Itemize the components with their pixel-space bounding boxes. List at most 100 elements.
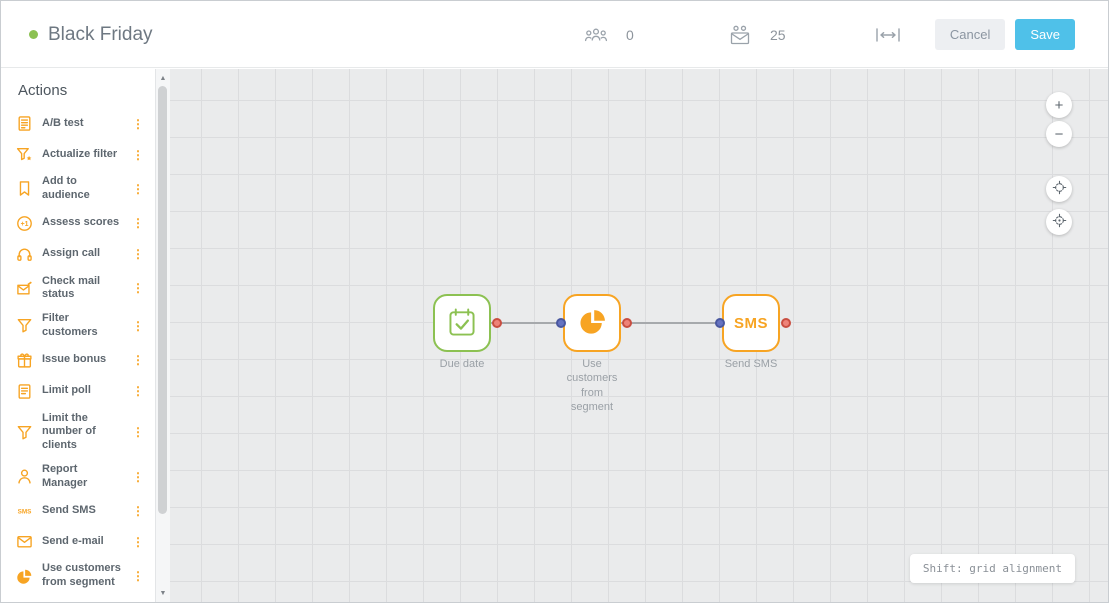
svg-text:+1: +1	[21, 221, 29, 228]
sidebar-item-limit-poll[interactable]: Limit poll ⋮	[1, 376, 155, 407]
messages-stat: 25	[728, 1, 786, 68]
ab-test-icon	[16, 115, 33, 132]
item-menu-icon[interactable]: ⋮	[132, 534, 144, 549]
cancel-button[interactable]: Cancel	[934, 19, 1006, 50]
action-item-label: A/B test	[42, 116, 84, 129]
document-icon	[16, 383, 33, 400]
bookmark-icon	[16, 180, 33, 197]
item-menu-icon[interactable]: ⋮	[132, 503, 144, 518]
sidebar-item-filter-customers[interactable]: Filter customers ⋮	[1, 307, 155, 345]
action-item-label: Send e-mail	[42, 534, 104, 547]
action-item-label: Limit poll	[42, 384, 91, 397]
filter-star-icon	[16, 146, 33, 163]
flow-node-due-date: Due date	[433, 294, 502, 370]
item-menu-icon[interactable]: ⋮	[132, 147, 144, 162]
item-menu-icon[interactable]: ⋮	[132, 425, 144, 440]
messages-icon	[728, 24, 752, 46]
node-label: Due date	[439, 358, 485, 370]
sidebar-item-assign-call[interactable]: Assign call ⋮	[1, 239, 155, 270]
scrollbar-thumb[interactable]	[158, 86, 167, 514]
item-menu-icon[interactable]: ⋮	[132, 116, 144, 131]
input-port[interactable]	[556, 318, 566, 328]
sidebar-item-report-manager[interactable]: Report Manager ⋮	[1, 458, 155, 496]
sms-icon: SMS	[16, 502, 33, 519]
sidebar-scrollbar[interactable]: ▲ ▼	[155, 69, 170, 602]
action-item-label: Issue bonus	[42, 353, 107, 366]
sidebar-item-send-sms[interactable]: SMS Send SMS ⋮	[1, 495, 155, 526]
header-buttons: Cancel Save	[934, 1, 1075, 68]
audience-count: 0	[626, 26, 634, 43]
item-menu-icon[interactable]: ⋮	[132, 353, 144, 367]
sidebar-item-add-to-audience[interactable]: Add to audience ⋮	[1, 170, 155, 208]
zoom-out-button[interactable]: −	[1046, 121, 1072, 147]
header: Black Friday 0	[1, 1, 1108, 68]
input-port[interactable]	[715, 318, 725, 328]
sidebar-item-a-b-test[interactable]: A/B test ⋮	[1, 108, 155, 139]
sidebar-item-issue-bonus[interactable]: Issue bonus ⋮	[1, 345, 155, 376]
sidebar-item-actualize-filter[interactable]: Actualize filter ⋮	[1, 139, 155, 170]
flow-node-box[interactable]	[433, 294, 491, 352]
output-port[interactable]	[622, 318, 632, 328]
sidebar-item-limit-the-number-of-clients[interactable]: Limit the number of clients ⋮	[1, 407, 155, 458]
actions-list: A/B test ⋮ Actualize filter ⋮ Add to aud…	[1, 108, 155, 602]
save-button[interactable]: Save	[1015, 19, 1075, 50]
crosshair-icon	[1052, 180, 1067, 198]
action-item-label: Limit the number of clients	[42, 411, 96, 452]
item-menu-icon[interactable]: ⋮	[132, 216, 144, 230]
svg-text:SMS: SMS	[18, 509, 32, 516]
action-item-label: Filter customers	[42, 312, 98, 338]
item-menu-icon[interactable]: ⋮	[132, 469, 144, 484]
action-item-label: Assign call	[42, 247, 101, 260]
funnel-icon	[16, 317, 33, 334]
auto-position-button[interactable]	[1046, 209, 1072, 235]
campaign-title[interactable]: Black Friday	[48, 23, 153, 45]
fit-width-button[interactable]	[875, 25, 901, 45]
scroll-down-icon[interactable]: ▼	[159, 589, 167, 597]
output-port[interactable]	[492, 318, 502, 328]
plus-one-icon: +1	[16, 215, 33, 232]
mail-check-icon	[16, 280, 33, 297]
item-menu-icon[interactable]: ⋮	[132, 247, 144, 261]
nodes-layer: Due date Use customers from segment SMS …	[170, 69, 1108, 602]
item-menu-icon[interactable]: ⋮	[132, 569, 144, 583]
sidebar-item-assess-scores[interactable]: +1 Assess scores ⋮	[1, 208, 155, 239]
sidebar-item-use-customers-from-segment[interactable]: Use customers from segment ⋮	[1, 557, 155, 595]
flow-node-box[interactable]: SMS	[722, 294, 780, 352]
item-menu-icon[interactable]: ⋮	[132, 384, 144, 398]
item-menu-icon[interactable]: ⋮	[132, 318, 144, 333]
audience-icon	[584, 24, 608, 46]
sidebar-item-check-mail-status[interactable]: Check mail status ⋮	[1, 270, 155, 308]
focus-view-button[interactable]	[1046, 176, 1072, 202]
pie-icon	[576, 307, 608, 339]
item-menu-icon[interactable]: ⋮	[132, 281, 144, 296]
action-item-label: Use customers from segment	[42, 562, 121, 588]
status-dot	[29, 30, 38, 39]
connection-line	[621, 322, 722, 324]
scroll-up-icon[interactable]: ▲	[159, 74, 167, 82]
calendar-check-icon	[446, 307, 478, 339]
node-label: Use customers from segment	[566, 358, 618, 413]
output-port[interactable]	[781, 318, 791, 328]
gift-icon	[16, 352, 33, 369]
crosshair-dot-icon	[1052, 213, 1067, 231]
action-item-label: Report Manager	[42, 462, 88, 489]
sidebar-item-wait[interactable]: Wait ⋮	[1, 595, 155, 602]
node-label: Send SMS	[724, 358, 778, 370]
person-icon	[16, 468, 33, 485]
sidebar-item-send-e-mail[interactable]: Send e-mail ⋮	[1, 526, 155, 557]
zoom-in-button[interactable]: +	[1046, 92, 1072, 118]
flow-node-box[interactable]	[563, 294, 621, 352]
sms-text-icon: SMS	[734, 314, 769, 332]
connection-line	[491, 322, 563, 324]
action-item-label: Actualize filter	[42, 147, 118, 160]
actions-sidebar: Actions A/B test ⋮ Actualize filter ⋮ Ad…	[1, 69, 155, 602]
action-item-label: Assess scores	[42, 216, 120, 229]
action-item-label: Send SMS	[42, 503, 96, 516]
fit-width-icon	[875, 28, 901, 48]
item-menu-icon[interactable]: ⋮	[132, 181, 144, 196]
flow-canvas[interactable]: Due date Use customers from segment SMS …	[170, 69, 1108, 602]
flow-node-send-sms: SMS Send SMS	[715, 294, 791, 370]
audience-stat: 0	[584, 1, 634, 68]
action-item-label: Check mail status	[42, 274, 101, 301]
